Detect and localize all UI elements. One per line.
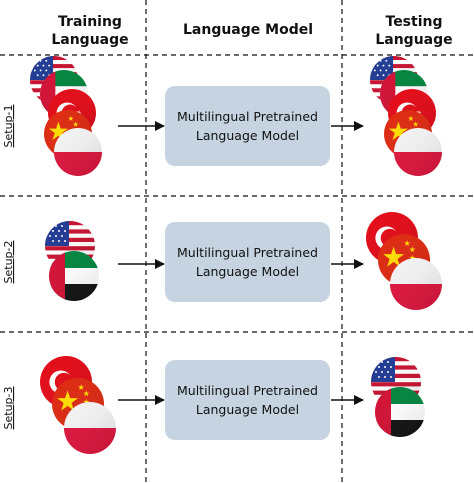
model-box-line2: Language Model xyxy=(196,128,299,143)
model-box-line2: Language Model xyxy=(196,402,299,417)
uae-flag-icon xyxy=(49,251,99,301)
model-box-setup-2: Multilingual Pretrained Language Model xyxy=(165,222,330,302)
poland-flag-icon xyxy=(394,128,442,176)
uae-flag-icon xyxy=(375,387,425,437)
model-box-setup-3: Multilingual Pretrained Language Model xyxy=(165,360,330,440)
training-flag-stack-setup-1 xyxy=(30,56,102,176)
setup-label-2: Setup-2 xyxy=(2,241,15,284)
header-testing-line2: Language xyxy=(375,32,452,48)
poland-flag-icon xyxy=(390,258,442,310)
training-flag-stack-setup-2 xyxy=(45,221,99,301)
model-box-line2: Language Model xyxy=(196,264,299,279)
model-box-line1: Multilingual Pretrained xyxy=(177,383,318,398)
testing-flag-stack-setup-1 xyxy=(370,56,442,176)
setup-label-3: Setup-3 xyxy=(2,387,15,430)
poland-flag-icon xyxy=(54,128,102,176)
header-training-line1: Training xyxy=(58,14,122,30)
header-testing-line1: Testing xyxy=(386,14,443,30)
model-box-setup-1: Multilingual Pretrained Language Model xyxy=(165,86,330,166)
testing-flag-stack-setup-2 xyxy=(366,212,442,310)
model-box-line1: Multilingual Pretrained xyxy=(177,109,318,124)
header-model: Language Model xyxy=(183,22,313,38)
training-flag-stack-setup-3 xyxy=(40,356,116,454)
model-box-line1: Multilingual Pretrained xyxy=(177,245,318,260)
testing-flag-stack-setup-3 xyxy=(371,357,425,437)
header-training-line2: Language xyxy=(51,32,128,48)
setup-label-1: Setup-1 xyxy=(2,105,15,148)
poland-flag-icon xyxy=(64,402,116,454)
